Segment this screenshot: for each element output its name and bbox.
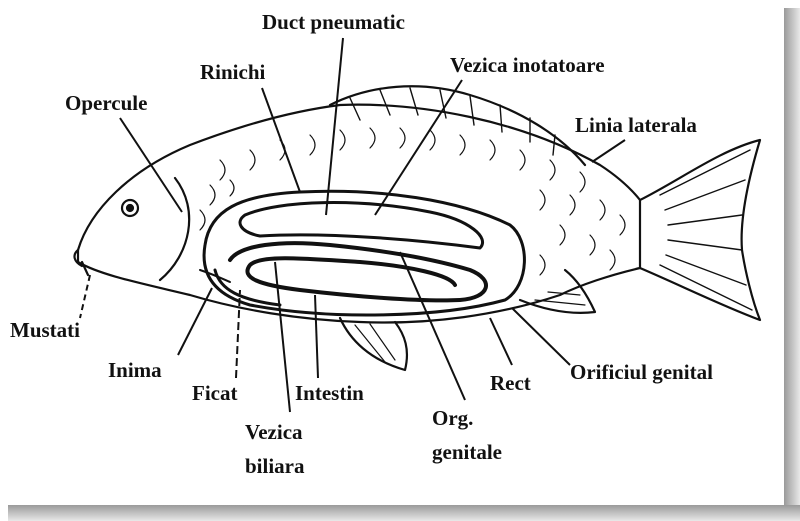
swim-bladder (238, 201, 484, 250)
leader-mustati (79, 274, 91, 319)
leader-inima (177, 287, 213, 356)
intestine (228, 241, 488, 303)
drop-shadow-bottom (8, 505, 800, 521)
pectoral-fin (199, 269, 231, 283)
operculum (158, 176, 191, 282)
leader-org-genitale (399, 251, 466, 401)
barbel (80, 260, 90, 277)
label-rect: Rect (490, 371, 531, 395)
label-org-genitale-line2: genitale (432, 440, 502, 464)
label-vezica-inotatoare: Vezica inotatoare (450, 53, 605, 77)
leader-rinichi (261, 87, 301, 193)
leader-intestin (314, 294, 319, 379)
label-rinichi: Rinichi (200, 60, 266, 84)
label-orificiul-genital: Orificiul genital (570, 360, 713, 384)
eye (120, 198, 140, 218)
label-linia-laterala: Linia laterala (575, 113, 697, 137)
leader-vezica-inotatoare (374, 79, 463, 216)
leader-vezica-biliara (274, 261, 291, 413)
leader-opercule (119, 117, 183, 213)
fish-body (76, 103, 642, 324)
label-opercule: Opercule (65, 91, 148, 115)
label-duct-pneumatic: Duct pneumatic (262, 10, 405, 34)
leader-rect (489, 317, 513, 366)
label-ficat: Ficat (192, 381, 238, 405)
leader-lines (79, 37, 626, 413)
leader-linia-laterala (591, 139, 626, 163)
body-cavity (202, 189, 526, 317)
drop-shadow-right (784, 8, 800, 521)
label-vezica-biliara-line1: Vezica (245, 420, 303, 444)
leader-ficat (235, 289, 241, 379)
mouth (73, 248, 84, 268)
anal-fin (518, 268, 597, 314)
tail-fin (638, 138, 762, 322)
label-org-genitale-line1: Org. (432, 406, 474, 430)
dorsal-fin (328, 85, 587, 167)
label-intestin: Intestin (295, 381, 364, 405)
leader-orificiul-genital (511, 307, 571, 366)
label-inima: Inima (108, 358, 162, 382)
label-mustati: Mustati (10, 318, 80, 342)
label-vezica-biliara-line2: biliara (245, 454, 305, 478)
leader-duct-pneumatic (325, 37, 344, 216)
pelvic-fin (338, 316, 409, 372)
